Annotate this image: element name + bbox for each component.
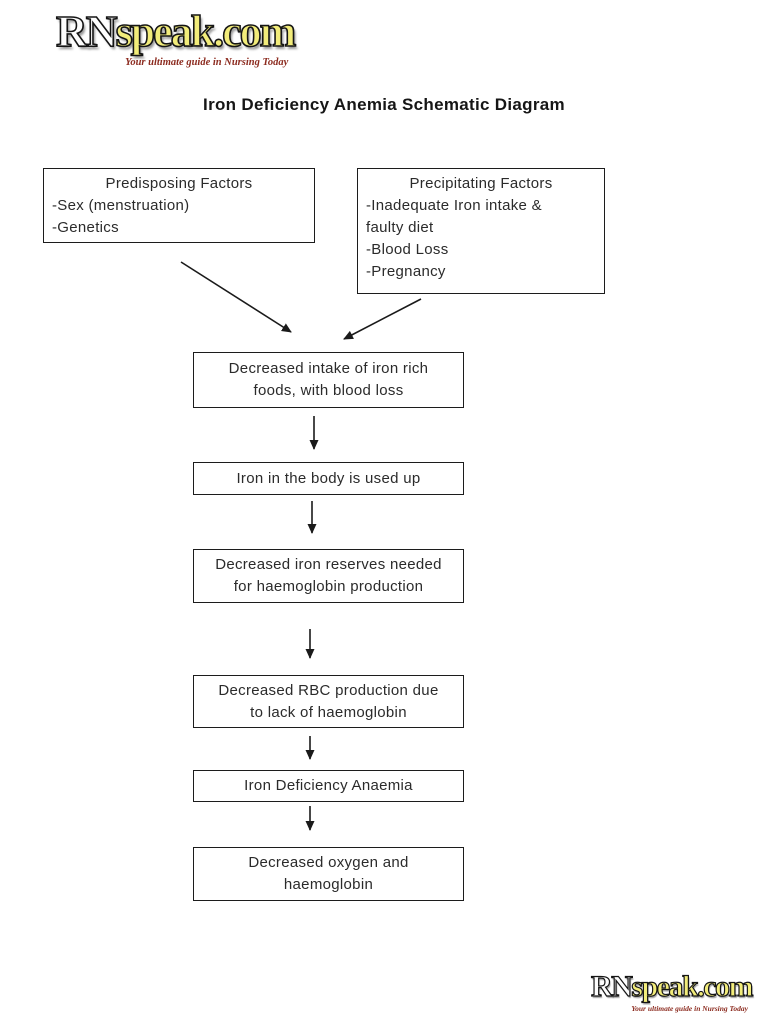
precipitating-factors-title: Precipitating Factors	[409, 175, 553, 192]
rnspeak-logo-bottom: RNspeak.com Your ultimate guide in Nursi…	[590, 970, 754, 1013]
logo-speak-com-text: speak.com	[631, 970, 754, 1003]
predisposing-factors-items: -Sex (menstruation) -Genetics	[52, 197, 190, 236]
precipitating-factors-items: -Inadequate Iron intake & faulty diet -B…	[366, 197, 542, 280]
predisposing-factors-box: Predisposing Factors -Sex (menstruation)…	[43, 168, 315, 243]
rnspeak-logo-top: RNspeak.com Your ultimate guide in Nursi…	[55, 7, 297, 68]
logo-rn-text: RN	[590, 970, 633, 1003]
logo-rn-text: RN	[55, 7, 118, 56]
precipitating-factors-box: Precipitating Factors -Inadequate Iron i…	[357, 168, 605, 294]
page-title: Iron Deficiency Anemia Schematic Diagram	[203, 95, 565, 114]
flow-step-box-decreased-oxygen: Decreased oxygen and haemoglobin	[193, 847, 464, 901]
rnspeak-wordmark: RNspeak.com	[590, 970, 754, 1003]
flow-step-box-iron-deficiency-anaemia: Iron Deficiency Anaemia	[193, 770, 464, 802]
flow-step-box-decreased-rbc: Decreased RBC production due to lack of …	[193, 675, 464, 728]
logo-tagline: Your ultimate guide in Nursing Today	[631, 1004, 749, 1013]
arrow-predisposing-to-step1	[180, 261, 292, 333]
predisposing-factors-title: Predisposing Factors	[105, 175, 253, 192]
flow-step-box-decreased-reserves: Decreased iron reserves needed for haemo…	[193, 549, 464, 603]
flow-step-box-decreased-intake: Decreased intake of iron rich foods, wit…	[193, 352, 464, 408]
rnspeak-wordmark: RNspeak.com	[55, 7, 297, 56]
logo-speak-com-text: speak.com	[115, 7, 297, 56]
flow-step-box-iron-used-up: Iron in the body is used up	[193, 462, 464, 495]
logo-tagline: Your ultimate guide in Nursing Today	[125, 57, 289, 68]
arrow-precipitating-to-step1	[343, 298, 422, 340]
